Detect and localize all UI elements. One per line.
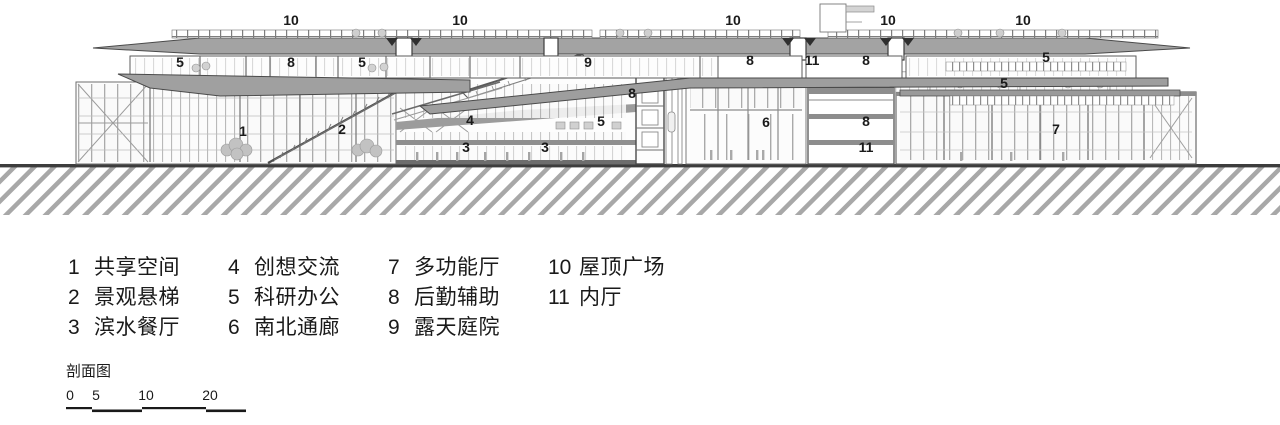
legend-item-number: 1 bbox=[68, 256, 80, 279]
scale-segment-4 bbox=[206, 409, 246, 413]
callout-10: 10 bbox=[725, 12, 741, 28]
legend-item-5: 5 科研办公 bbox=[228, 282, 340, 312]
callout-9: 9 bbox=[584, 54, 592, 70]
legend-column-4: 10 屋顶广场 11 内厅 bbox=[548, 252, 665, 312]
scale-tick-10: 10 bbox=[138, 388, 154, 403]
legend-item-label: 滨水餐厅 bbox=[94, 315, 180, 339]
scale-segment-3 bbox=[142, 407, 206, 410]
callout-10: 10 bbox=[880, 12, 896, 28]
scale-tick-20: 20 bbox=[202, 388, 218, 403]
legend-item-number: 2 bbox=[68, 286, 80, 309]
legend-item-label: 屋顶广场 bbox=[579, 255, 665, 279]
roof-penthouse bbox=[819, 3, 875, 33]
callout-5: 5 bbox=[1000, 75, 1008, 91]
legend-column-2: 4 创想交流 5 科研办公 6 南北通廊 bbox=[228, 252, 340, 342]
ground-layer bbox=[0, 164, 1280, 215]
legend-item-label: 露天庭院 bbox=[414, 315, 500, 339]
callout-7: 7 bbox=[1052, 121, 1060, 137]
legend-item-10: 10 屋顶广场 bbox=[548, 252, 665, 282]
legend-item-1: 1 共享空间 bbox=[68, 252, 180, 282]
legend-item-number: 9 bbox=[388, 316, 400, 339]
callout-8: 8 bbox=[746, 52, 754, 68]
drawing-caption: 剖面图 bbox=[66, 362, 112, 380]
legend-item-number: 10 bbox=[548, 256, 572, 279]
legend-column-1: 1 共享空间 2 景观悬梯 3 滨水餐厅 bbox=[68, 252, 180, 342]
callout-10: 10 bbox=[452, 12, 468, 28]
callout-11: 11 bbox=[805, 52, 820, 68]
callout-5: 5 bbox=[358, 54, 366, 70]
legend-item-number: 3 bbox=[68, 316, 80, 339]
legend-item-number: 4 bbox=[228, 256, 240, 279]
scale-segment-1 bbox=[66, 407, 92, 410]
legend-item-label: 共享空间 bbox=[94, 255, 180, 279]
callout-2: 2 bbox=[338, 121, 346, 137]
scale-tick-5: 5 bbox=[92, 388, 100, 403]
callout-1: 1 bbox=[239, 123, 247, 139]
scale-tick-0: 0 bbox=[66, 388, 74, 403]
callout-8: 8 bbox=[862, 52, 870, 68]
left-curtain-wall-block bbox=[75, 81, 407, 165]
callout-11: 11 bbox=[859, 139, 874, 155]
callout-number-group: 10 10 10 10 10 5 8 5 9 8 11 8 5 5 8 1 2 4 5 6 7 8 11 3 3 bbox=[176, 12, 1060, 155]
legend-column-3: 7 多功能厅 8 后勤辅助 9 露天庭院 bbox=[388, 252, 500, 342]
scale-segment-2 bbox=[92, 409, 142, 413]
callout-3: 3 bbox=[462, 139, 470, 155]
legend-item-11: 11 内厅 bbox=[548, 282, 665, 312]
legend-item-label: 内厅 bbox=[579, 285, 622, 309]
legend-item-label: 后勤辅助 bbox=[414, 285, 500, 309]
callout-8: 8 bbox=[862, 113, 870, 129]
north-south-corridor bbox=[685, 77, 807, 165]
callout-8: 8 bbox=[628, 85, 636, 101]
callout-5: 5 bbox=[1042, 49, 1050, 65]
callout-3: 3 bbox=[541, 139, 549, 155]
legend-item-label: 科研办公 bbox=[254, 285, 340, 309]
callout-8: 8 bbox=[287, 54, 295, 70]
callout-4: 4 bbox=[466, 112, 474, 128]
legend-item-7: 7 多功能厅 bbox=[388, 252, 500, 282]
legend-item-number: 6 bbox=[228, 316, 240, 339]
legend: 1 共享空间 2 景观悬梯 3 滨水餐厅 4 创想交流 5 科研办公 6 南北通廊 7 多功能厅 8 后勤辅助… bbox=[0, 252, 1280, 342]
legend-item-number: 5 bbox=[228, 286, 240, 309]
legend-item-label: 南北通廊 bbox=[254, 315, 340, 339]
callout-5: 5 bbox=[176, 54, 184, 70]
legend-item-number: 11 bbox=[548, 286, 570, 309]
right-service-block bbox=[807, 87, 895, 165]
callout-10: 10 bbox=[1015, 12, 1031, 28]
legend-item-4: 4 创想交流 bbox=[228, 252, 340, 282]
legend-item-number: 7 bbox=[388, 256, 400, 279]
legend-item-8: 8 后勤辅助 bbox=[388, 282, 500, 312]
legend-item-number: 8 bbox=[388, 286, 400, 309]
legend-item-label: 多功能厅 bbox=[414, 255, 500, 279]
scale-bar: 0 5 10 20 bbox=[66, 388, 246, 413]
landscape-stair bbox=[267, 86, 407, 164]
legend-item-label: 创想交流 bbox=[254, 255, 340, 279]
legend-item-label: 景观悬梯 bbox=[94, 285, 180, 309]
legend-item-6: 6 南北通廊 bbox=[228, 312, 340, 342]
legend-item-2: 2 景观悬梯 bbox=[68, 282, 180, 312]
callout-5: 5 bbox=[597, 113, 605, 129]
legend-item-3: 3 滨水餐厅 bbox=[68, 312, 180, 342]
callout-6: 6 bbox=[762, 114, 770, 130]
legend-item-9: 9 露天庭院 bbox=[388, 312, 500, 342]
callout-10: 10 bbox=[283, 12, 299, 28]
balcony-railings bbox=[945, 61, 1175, 106]
